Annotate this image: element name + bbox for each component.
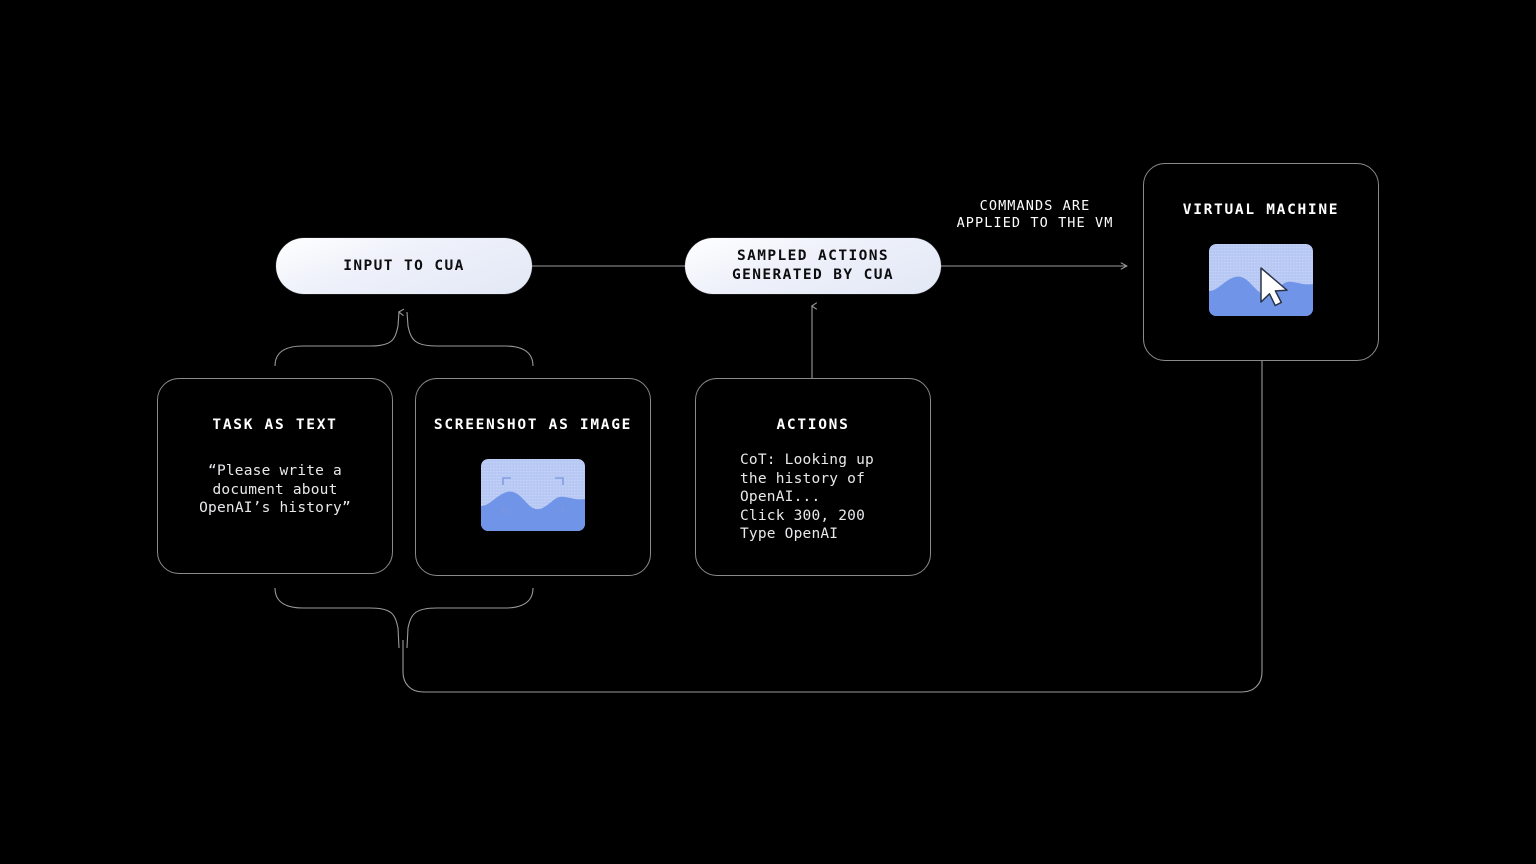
edge-label-commands-applied: COMMANDS ARE APPLIED TO THE VM <box>956 198 1114 231</box>
picture-thumbnail-with-cursor-icon <box>1209 244 1313 316</box>
brace-inputs-to-cua-right <box>406 311 534 367</box>
card-task-as-text[interactable]: TASK AS TEXT “Please write a document ab… <box>157 378 393 574</box>
card-task-body: “Please write a document about OpenAI’s … <box>199 463 351 516</box>
node-sampled-actions[interactable]: SAMPLED ACTIONS GENERATED BY CUA <box>685 238 941 294</box>
card-vm-title: VIRTUAL MACHINE <box>1182 202 1340 218</box>
node-input-to-cua[interactable]: INPUT TO CUA <box>276 238 532 294</box>
screenshot-thumbnail-wrap <box>481 459 585 531</box>
node-sampled-actions-label: SAMPLED ACTIONS GENERATED BY CUA <box>731 248 895 283</box>
cursor-arrow-icon <box>1260 267 1288 307</box>
card-actions-title: ACTIONS <box>776 417 850 433</box>
brace-feedback-right <box>406 587 534 649</box>
card-screenshot-as-image[interactable]: SCREENSHOT AS IMAGE <box>415 378 651 576</box>
card-actions[interactable]: ACTIONS CoT: Looking up the history of O… <box>695 378 931 576</box>
brace-inputs-to-cua <box>274 308 405 367</box>
card-task-title: TASK AS TEXT <box>212 417 338 433</box>
vm-thumbnail-wrap <box>1209 244 1313 316</box>
brace-feedback-left <box>274 587 400 649</box>
node-input-to-cua-label: INPUT TO CUA <box>343 257 465 274</box>
picture-thumbnail-icon <box>481 459 585 531</box>
card-screenshot-title: SCREENSHOT AS IMAGE <box>433 417 633 433</box>
card-actions-body: CoT: Looking up the history of OpenAI...… <box>740 452 874 542</box>
card-virtual-machine[interactable]: VIRTUAL MACHINE <box>1143 163 1379 361</box>
